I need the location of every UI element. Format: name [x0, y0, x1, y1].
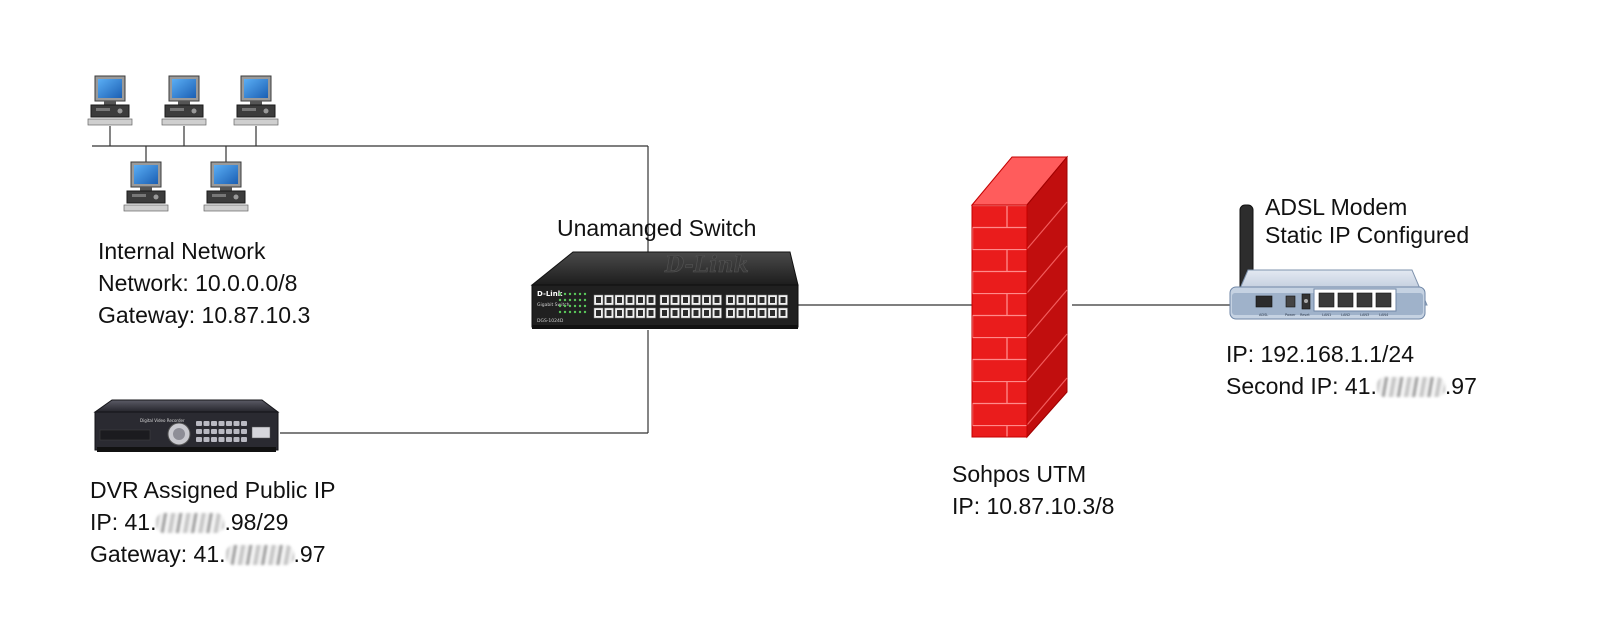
modem-title: ADSL Modem: [1265, 194, 1408, 220]
modem-port-label: LAN4: [1379, 313, 1389, 317]
modem-port-label: LAN2: [1341, 313, 1350, 317]
modem-ip: IP: 192.168.1.1/24: [1226, 341, 1414, 367]
firewall-title: Sohpos UTM: [952, 461, 1087, 487]
dvr-title: DVR Assigned Public IP: [90, 477, 336, 503]
modem-lan-ports: [1318, 292, 1392, 308]
redacted-ip-segment: [225, 545, 294, 565]
modem-port-label: LAN3: [1360, 313, 1369, 317]
modem-ip-label: IP: 192.168.1.1/24 Second IP: 41..97: [1226, 338, 1477, 402]
switch-title: Unamanged Switch: [557, 215, 757, 241]
firewall-label: Sohpos UTM IP: 10.87.10.3/8: [952, 458, 1114, 522]
switch-port-panel: [593, 294, 788, 319]
workstation-icon: [123, 161, 169, 212]
dvr-gateway: Gateway: 41..97: [90, 541, 326, 567]
redacted-ip-segment: [1376, 377, 1445, 397]
workstation-icon: [233, 75, 279, 126]
modem-icon: ADSL Power Reset LAN1 LAN2 LAN3 LAN4: [1229, 204, 1428, 320]
dvr-ip: IP: 41..98/29: [90, 509, 289, 535]
dvr-label: DVR Assigned Public IP IP: 41..98/29 Gat…: [90, 474, 335, 570]
dvr-panel-text: Digital Video Recorder: [140, 418, 185, 423]
switch-embossed-logo: D-Link: [664, 252, 749, 278]
switch-led-panel: [558, 292, 587, 314]
dvr-icon: Digital Video Recorder: [93, 399, 280, 452]
internal-network-title: Internal Network: [98, 238, 266, 264]
switch-icon: D-Link D-Link Gigabit Switch DGS-1024D: [530, 251, 799, 329]
modem-port-label: Reset: [1300, 313, 1310, 317]
workstations: [87, 75, 279, 212]
firewall-ip: IP: 10.87.10.3/8: [952, 493, 1115, 519]
modem-port-label: LAN1: [1322, 313, 1331, 317]
modem-port-label: Power: [1285, 313, 1296, 317]
modem-port-label: ADSL: [1259, 313, 1268, 317]
workstation-icon: [87, 75, 133, 126]
connection-lines: [92, 126, 1232, 434]
modem-second-ip: Second IP: 41..97: [1226, 373, 1477, 399]
workstation-icon: [161, 75, 207, 126]
modem-title-label: ADSL Modem Static IP Configured: [1265, 193, 1469, 249]
dvr-button-panel: [196, 421, 247, 442]
internal-network-subnet: Network: 10.0.0.0/8: [98, 270, 298, 296]
switch-brand-label: D-Link: [537, 290, 563, 298]
modem-port-labels: ADSL Power Reset LAN1 LAN2 LAN3 LAN4: [1259, 313, 1389, 317]
firewall-icon: [970, 155, 1069, 439]
internal-network-label: Internal Network Network: 10.0.0.0/8 Gat…: [98, 235, 310, 331]
modem-subtitle: Static IP Configured: [1265, 222, 1470, 248]
switch-subtitle: Gigabit Switch: [537, 302, 570, 308]
switch-model: DGS-1024D: [537, 318, 564, 324]
internal-network-gateway: Gateway: 10.87.10.3: [98, 302, 311, 328]
workstation-icon: [203, 161, 249, 212]
redacted-ip-segment: [156, 513, 225, 533]
